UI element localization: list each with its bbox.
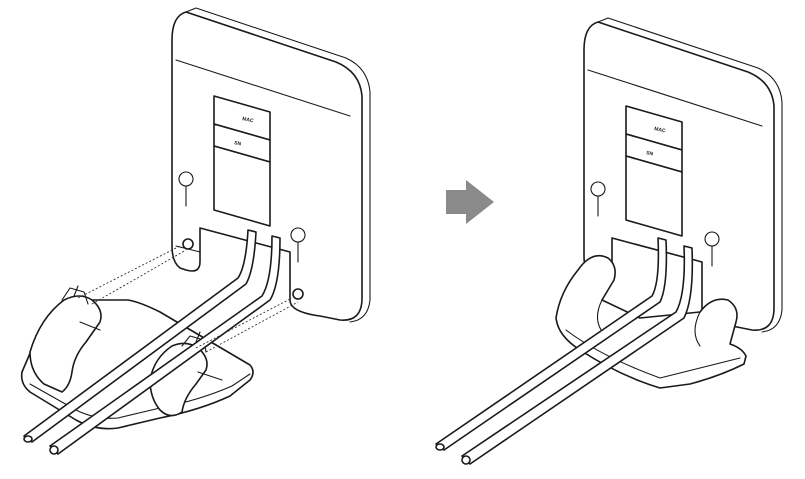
keyhole-right <box>290 227 306 263</box>
mac-label-assembled: MAC <box>654 126 667 134</box>
step-before: MAC SN <box>20 7 371 455</box>
clip-hole-left <box>182 238 194 250</box>
cables-before <box>23 229 281 455</box>
mac-label: MAC <box>242 116 255 124</box>
clip-hole-right <box>292 288 304 300</box>
sn-label-assembled: SN <box>646 150 654 157</box>
cables-after <box>435 237 694 465</box>
device-back-assembled: MAC SN <box>583 17 783 333</box>
alignment-lines <box>77 245 299 353</box>
sn-label: SN <box>234 140 242 147</box>
blank-label-panel <box>213 145 271 227</box>
device-back: MAC SN <box>171 7 371 323</box>
right-arrow-icon <box>446 180 494 224</box>
step-after: MAC SN <box>435 17 783 465</box>
keyhole-left <box>178 171 194 207</box>
